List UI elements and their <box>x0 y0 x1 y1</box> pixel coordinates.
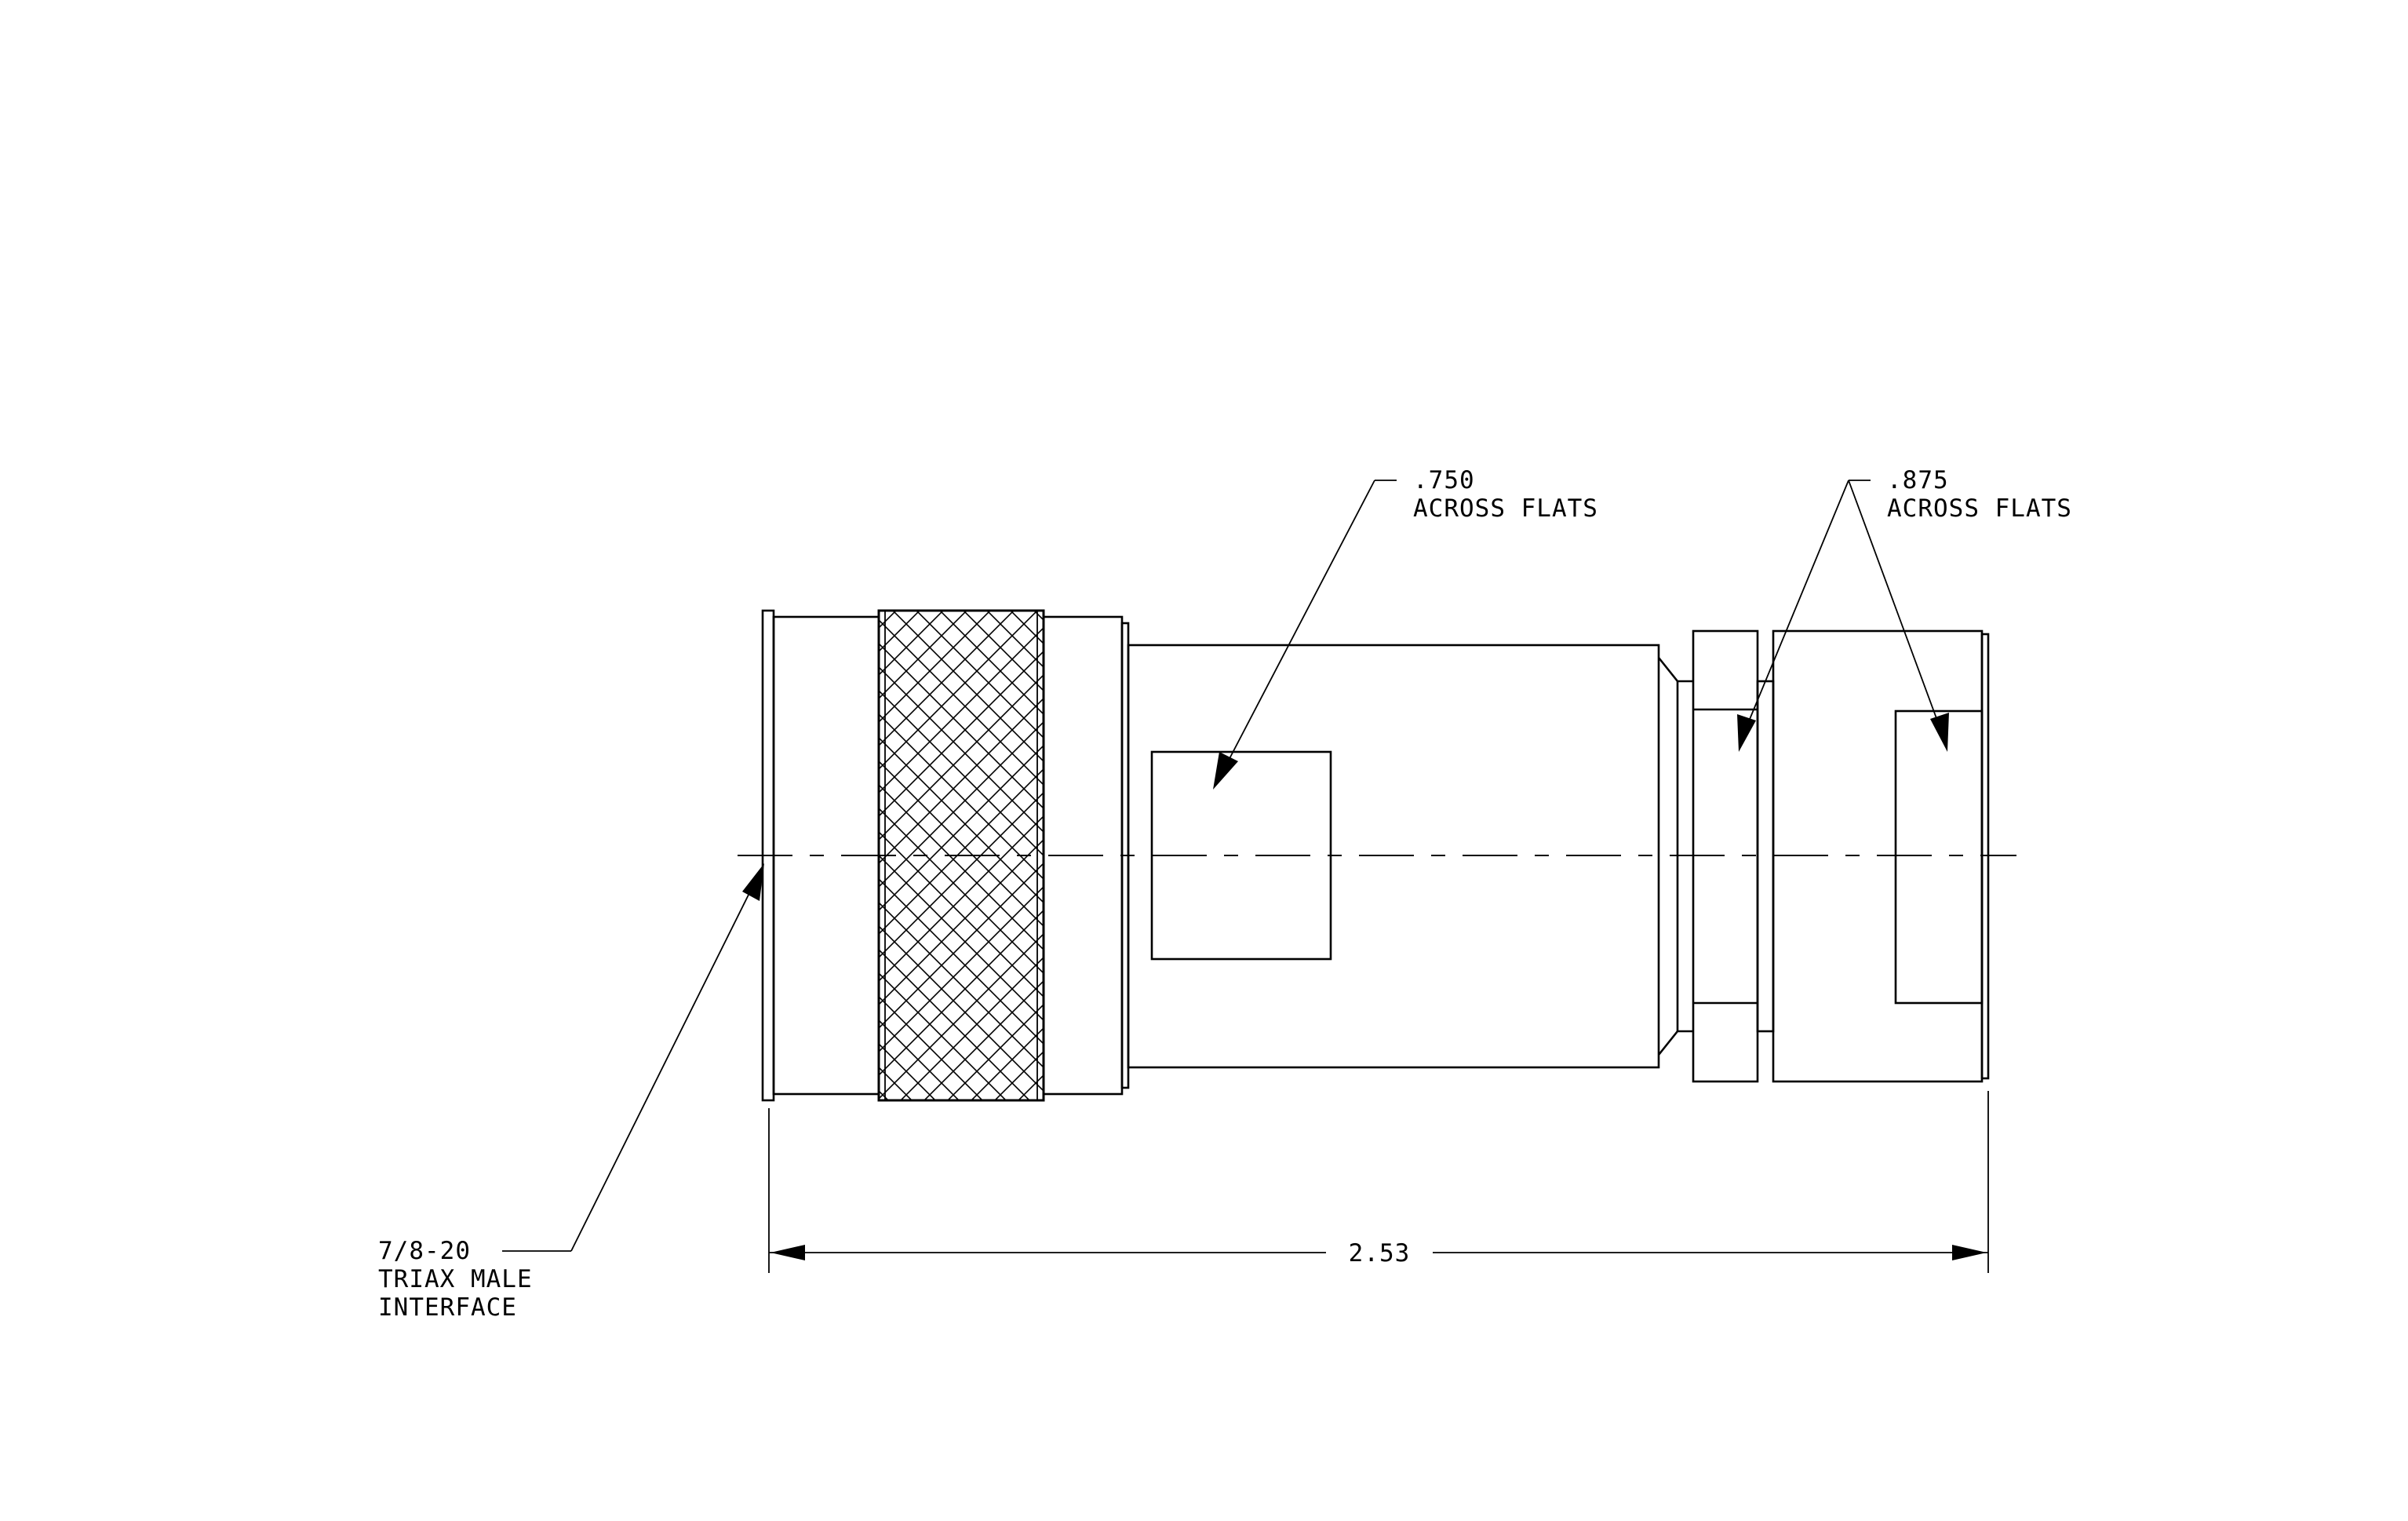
neck-top <box>1657 657 1693 683</box>
callout-interface-thread: 7/8-20 <box>378 1237 471 1265</box>
callout-875-text: ACROSS FLATS <box>1887 494 2072 523</box>
dimension-arrow-left <box>770 1245 805 1260</box>
leader-875-right-arrowhead <box>1930 713 1949 752</box>
leader-interface-arrowhead <box>742 863 764 901</box>
spacer-ring <box>1756 680 1775 1033</box>
callout-750-flats: .750 ACROSS FLATS <box>1213 466 1598 790</box>
callout-750-value: .750 <box>1413 466 1475 494</box>
callout-interface-label: INTERFACE <box>378 1293 517 1322</box>
dimension-arrow-right <box>1952 1245 1987 1260</box>
leader-875-right <box>1848 480 1940 728</box>
neck-bottom <box>1657 1030 1693 1056</box>
callout-750-text: ACROSS FLATS <box>1413 494 1598 523</box>
overall-length-dimension: 2.53 <box>768 1091 1989 1273</box>
leader-875-left <box>1746 480 1849 728</box>
leader-875-left-arrowhead <box>1737 714 1756 752</box>
callout-875-value: .875 <box>1887 466 1949 494</box>
callout-interface: 7/8-20 TRIAX MALE INTERFACE <box>378 863 764 1322</box>
overall-length-value: 2.53 <box>1349 1239 1411 1268</box>
leader-750-arrowhead <box>1213 752 1238 790</box>
leader-750 <box>1223 480 1375 770</box>
callout-interface-type: TRIAX MALE <box>378 1265 533 1293</box>
wrench-flat-875 <box>1894 709 1984 1005</box>
leader-interface <box>570 885 754 1252</box>
callout-875-flats: .875 ACROSS FLATS <box>1737 466 2072 752</box>
